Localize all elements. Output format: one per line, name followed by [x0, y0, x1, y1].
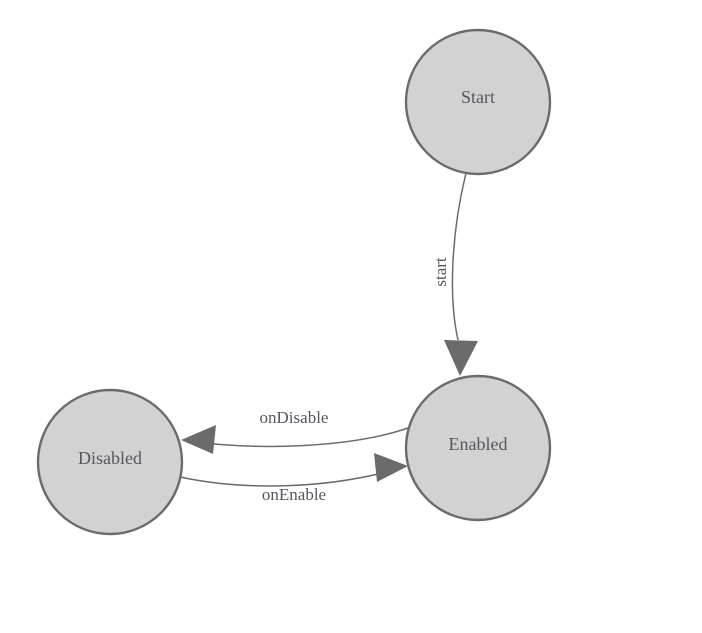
arrowhead-left-icon [181, 425, 216, 454]
node-start-label: Start [461, 87, 495, 107]
node-enabled-label: Enabled [449, 434, 508, 454]
edge-enabled-to-disabled[interactable]: onDisable [181, 408, 409, 454]
arrowhead-down-icon [444, 340, 478, 376]
node-start[interactable]: Start [404, 28, 552, 176]
edge-label-onEnable: onEnable [262, 485, 326, 504]
node-disabled-circle [36, 388, 184, 536]
node-disabled[interactable]: Disabled [36, 388, 184, 536]
edge-disabled-to-enabled[interactable]: onEnable [179, 453, 408, 504]
edge-disabled-to-enabled-path [179, 470, 391, 487]
arrowhead-right-icon [374, 453, 408, 482]
node-enabled-circle [404, 374, 552, 522]
edge-start-to-enabled-path [451, 172, 467, 341]
edge-label-onDisable: onDisable [260, 408, 329, 427]
node-disabled-label: Disabled [78, 448, 142, 468]
node-start-circle [404, 28, 552, 176]
node-enabled[interactable]: Enabled [404, 374, 552, 522]
edge-label-start: start [431, 257, 450, 287]
edge-start-to-enabled[interactable]: start [431, 172, 478, 376]
edge-enabled-to-disabled-path [195, 427, 409, 448]
